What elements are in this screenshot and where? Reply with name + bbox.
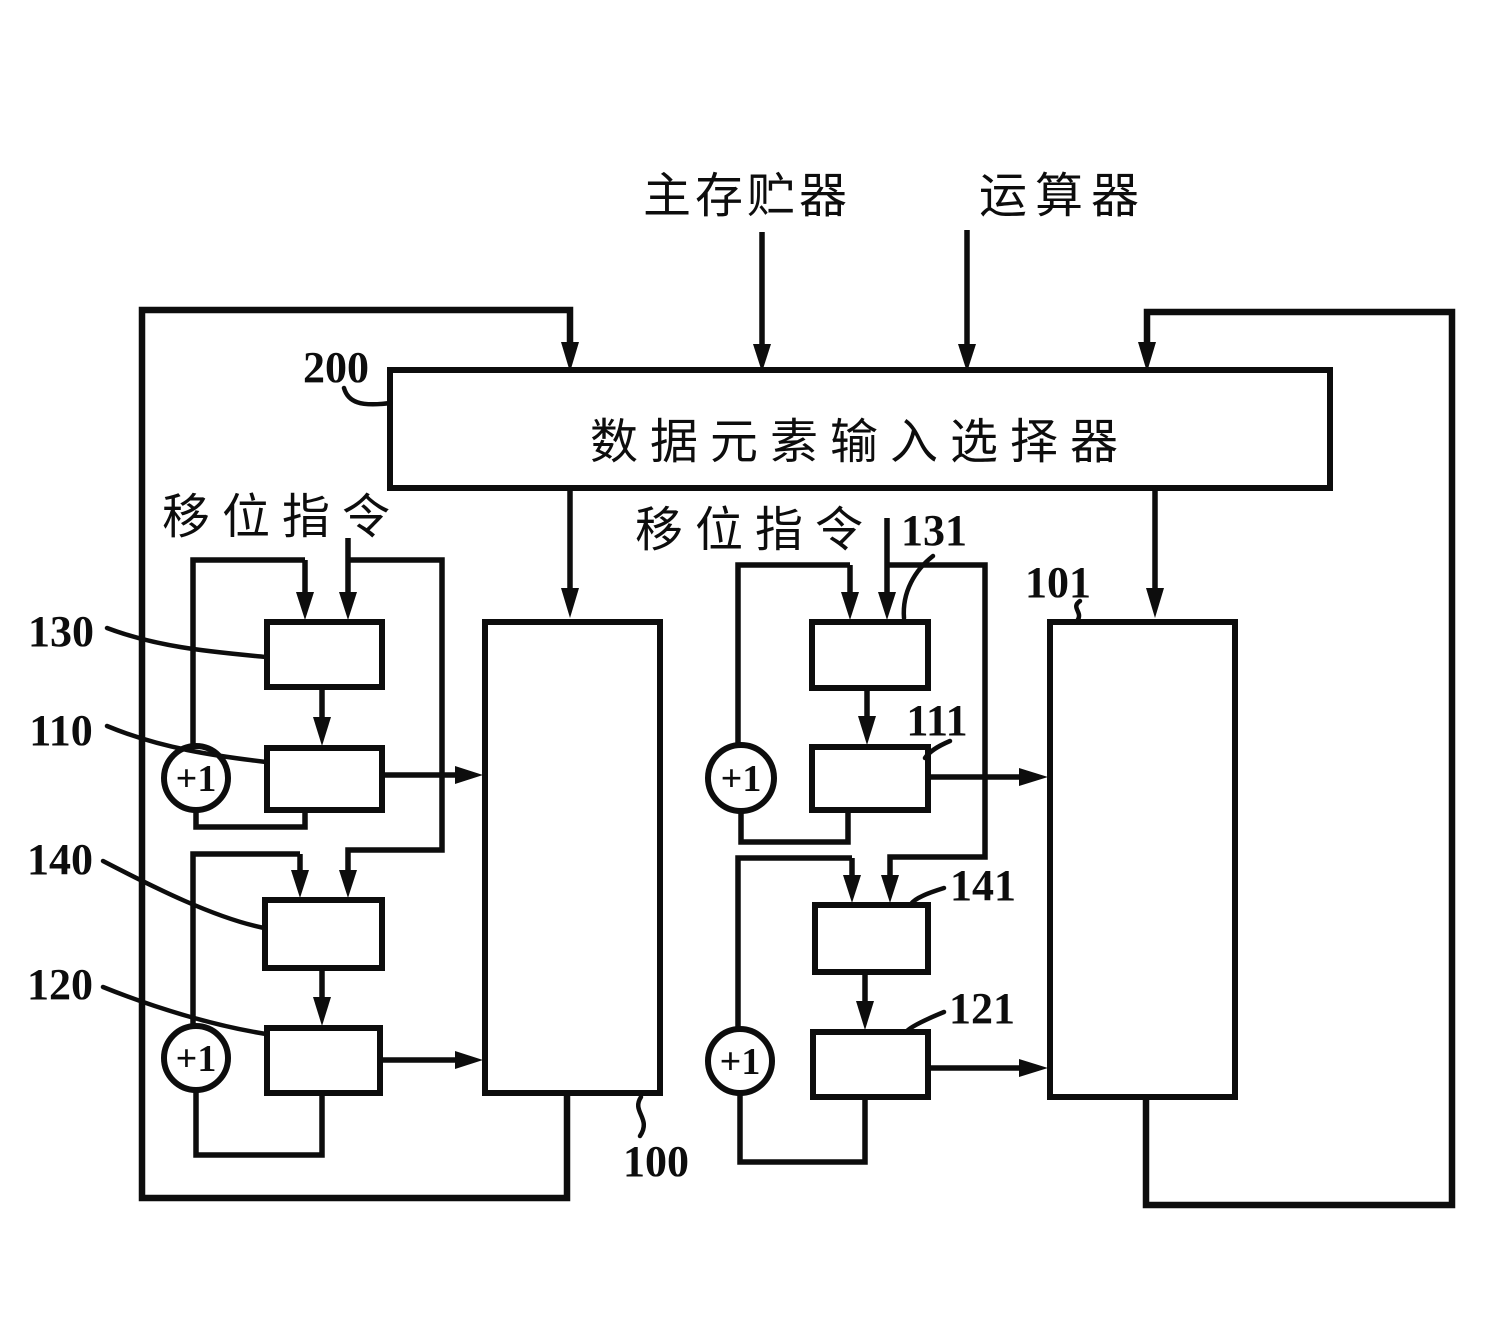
right-upper-increment-loop [735,562,859,845]
ref-200-label: 200 [303,343,369,392]
data-element-input-selector-box [387,367,1333,491]
selector-to-register-101-arrow [1146,488,1164,618]
shift-instruction-label-right: 移位指令 [635,504,875,557]
arrow-141-to-121 [856,972,874,1030]
box-110 [264,745,385,813]
selector-title: 数据元素输入选择器 [590,416,1130,469]
box-121 [810,1029,931,1100]
ref-120-label: 120 [27,960,93,1009]
ref-141-label: 141 [950,861,1016,910]
plus-one-label: +1 [720,1041,761,1083]
arrow-121-to-register-101 [928,1059,1048,1077]
arrow-120-to-register-100 [380,1051,483,1069]
left-lower-plus-one-circle: +1 [161,1023,231,1093]
box-111 [809,744,931,813]
right-upper-plus-one-circle: +1 [705,742,777,814]
box-131 [809,619,931,691]
box-140 [262,897,385,971]
register-100 [482,619,663,1096]
ref-100-label: 100 [623,1137,689,1186]
ref-140-label: 140 [27,835,93,884]
ref-141: 141 [908,861,1016,910]
plus-one-label: +1 [176,1038,217,1080]
left-outer-feedback-loop [138,306,579,1202]
main-memory-label: 主存贮器 [643,170,851,223]
ref-110: 110 [29,706,269,765]
left-lower-increment-loop [190,851,325,1158]
ref-130-label: 130 [28,607,94,656]
arrow-110-to-register-100 [382,766,483,784]
ref-121: 121 [903,984,1015,1035]
ref-200: 200 [303,343,393,407]
alu-input-arrow [958,230,976,372]
left-upper-plus-one-circle: +1 [161,743,231,813]
right-shift-instruction-line [878,518,988,903]
shift-instruction-label-left: 移位指令 [162,491,402,544]
ref-101: 101 [1025,558,1091,624]
register-101 [1047,619,1238,1100]
ref-111-label: 111 [906,696,967,745]
left-shift-instruction-line [339,538,445,898]
box-130 [264,619,385,690]
box-141 [812,902,931,975]
ref-100: 100 [623,1094,689,1186]
ref-140: 140 [27,835,267,931]
right-outer-feedback-loop [1138,308,1456,1209]
right-lower-increment-loop [735,855,868,1165]
left-upper-increment-loop [190,557,314,830]
arrow-111-to-register-101 [928,768,1048,786]
ref-120: 120 [27,960,269,1037]
ref-111: 111 [906,696,968,761]
plus-one-label: +1 [176,758,217,800]
arrow-140-to-120 [313,968,331,1026]
ref-131-label: 131 [901,506,967,555]
ref-130: 130 [28,607,269,660]
ref-110-label: 110 [29,706,93,755]
box-120 [264,1025,383,1096]
main-memory-input-arrow [753,232,771,372]
ref-131: 131 [901,506,967,621]
right-lower-plus-one-circle: +1 [705,1026,775,1096]
arrow-131-to-111 [858,688,876,745]
alu-label: 运算器 [979,170,1147,223]
arrow-130-to-110 [313,687,331,746]
selector-to-register-100-arrow [561,488,579,618]
plus-one-label: +1 [721,758,762,800]
ref-121-label: 121 [949,984,1015,1033]
